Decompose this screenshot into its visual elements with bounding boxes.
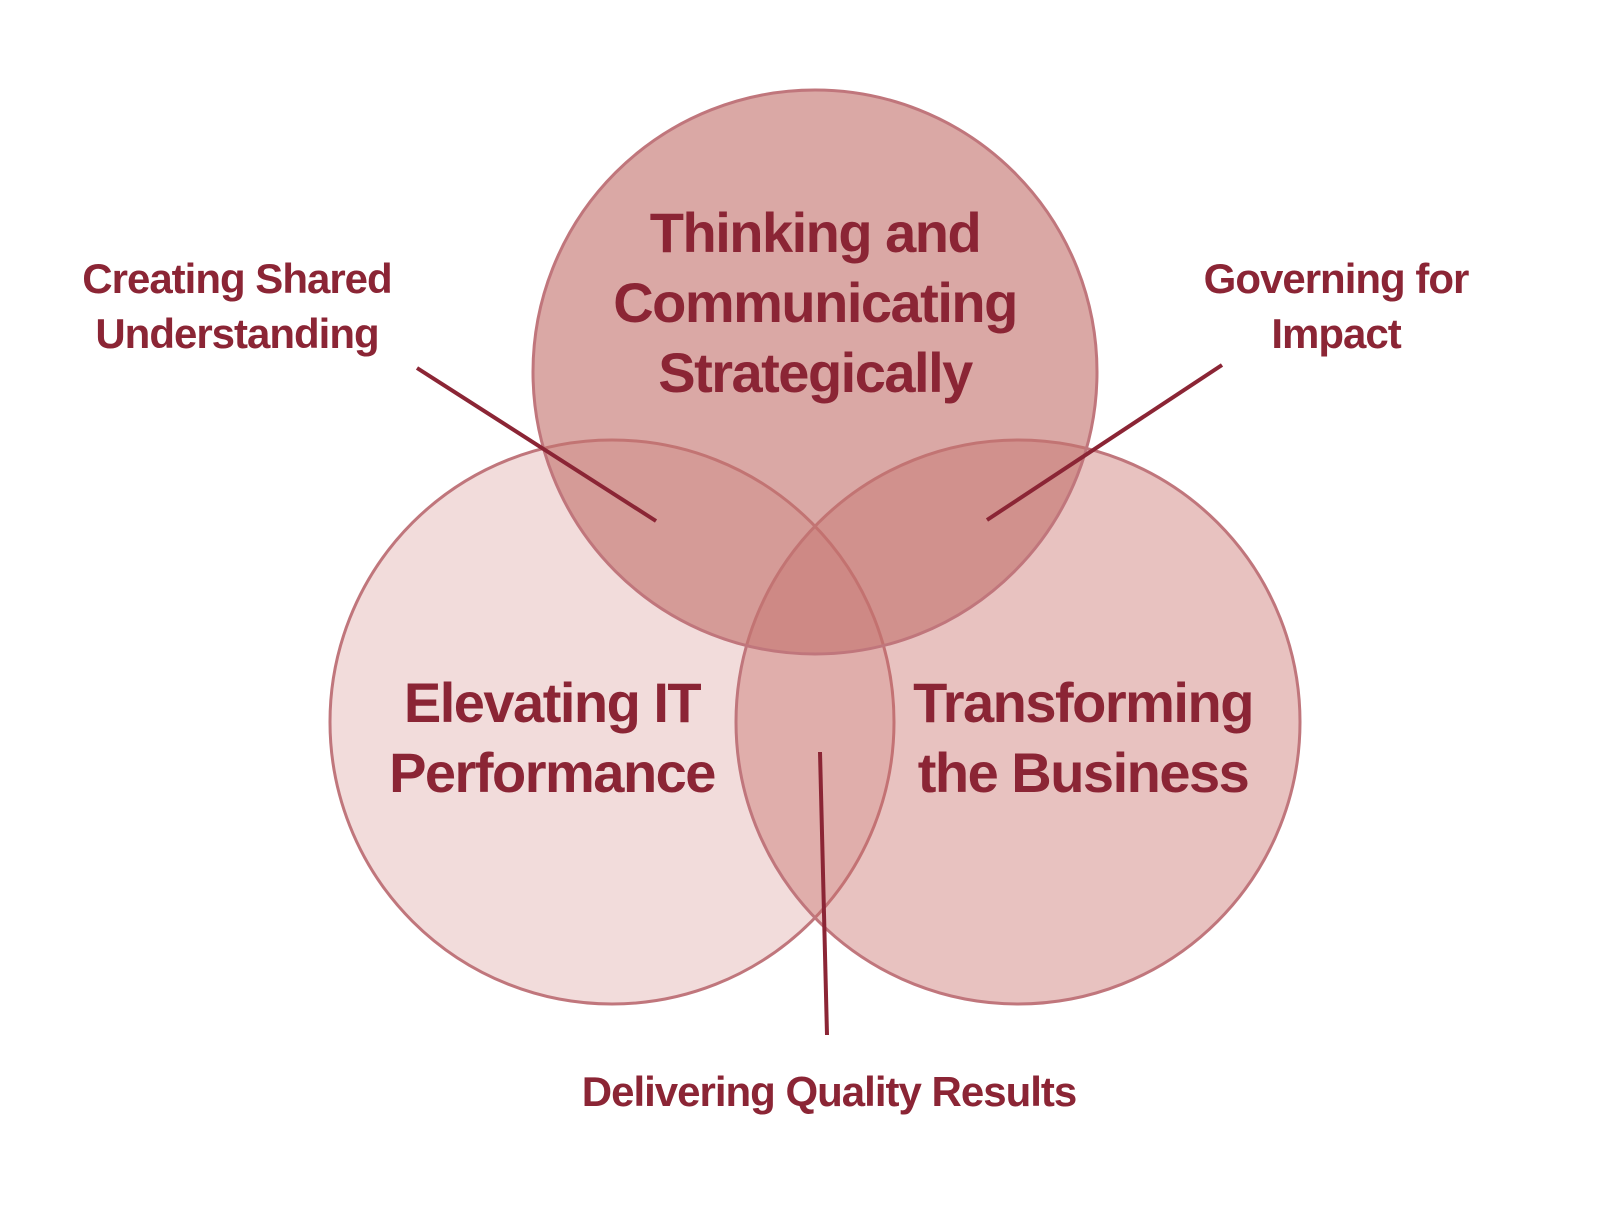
leader-lines bbox=[415, 363, 1224, 1036]
governing-line-2: Impact bbox=[1271, 310, 1401, 357]
circles bbox=[328, 88, 1302, 1006]
circle-thinking-and-communicating bbox=[531, 88, 1099, 656]
right-label-line-2: the Business bbox=[918, 741, 1249, 804]
left-label-line-1: Elevating IT bbox=[404, 671, 702, 734]
overlap-labels: Creating Shared Understanding Governing … bbox=[82, 255, 1470, 1115]
governing-line-1: Governing for bbox=[1204, 255, 1469, 302]
top-label-line-1: Thinking and bbox=[650, 201, 980, 264]
shared-understanding-line-2: Understanding bbox=[95, 310, 378, 357]
left-label-line-2: Performance bbox=[389, 741, 715, 804]
circle-labels: Thinking and Communicating Strategically… bbox=[389, 201, 1254, 804]
leader-line-shared-understanding bbox=[415, 366, 658, 523]
leader-line-governing-for-impact bbox=[985, 363, 1224, 522]
leader-line-delivering-quality bbox=[818, 751, 829, 1036]
delivering-quality-results: Delivering Quality Results bbox=[582, 1068, 1077, 1115]
right-label-line-1: Transforming bbox=[913, 671, 1253, 734]
top-label-line-2: Communicating bbox=[613, 271, 1017, 334]
shared-understanding-line-1: Creating Shared bbox=[82, 255, 391, 302]
top-label-line-3: Strategically bbox=[658, 341, 973, 404]
